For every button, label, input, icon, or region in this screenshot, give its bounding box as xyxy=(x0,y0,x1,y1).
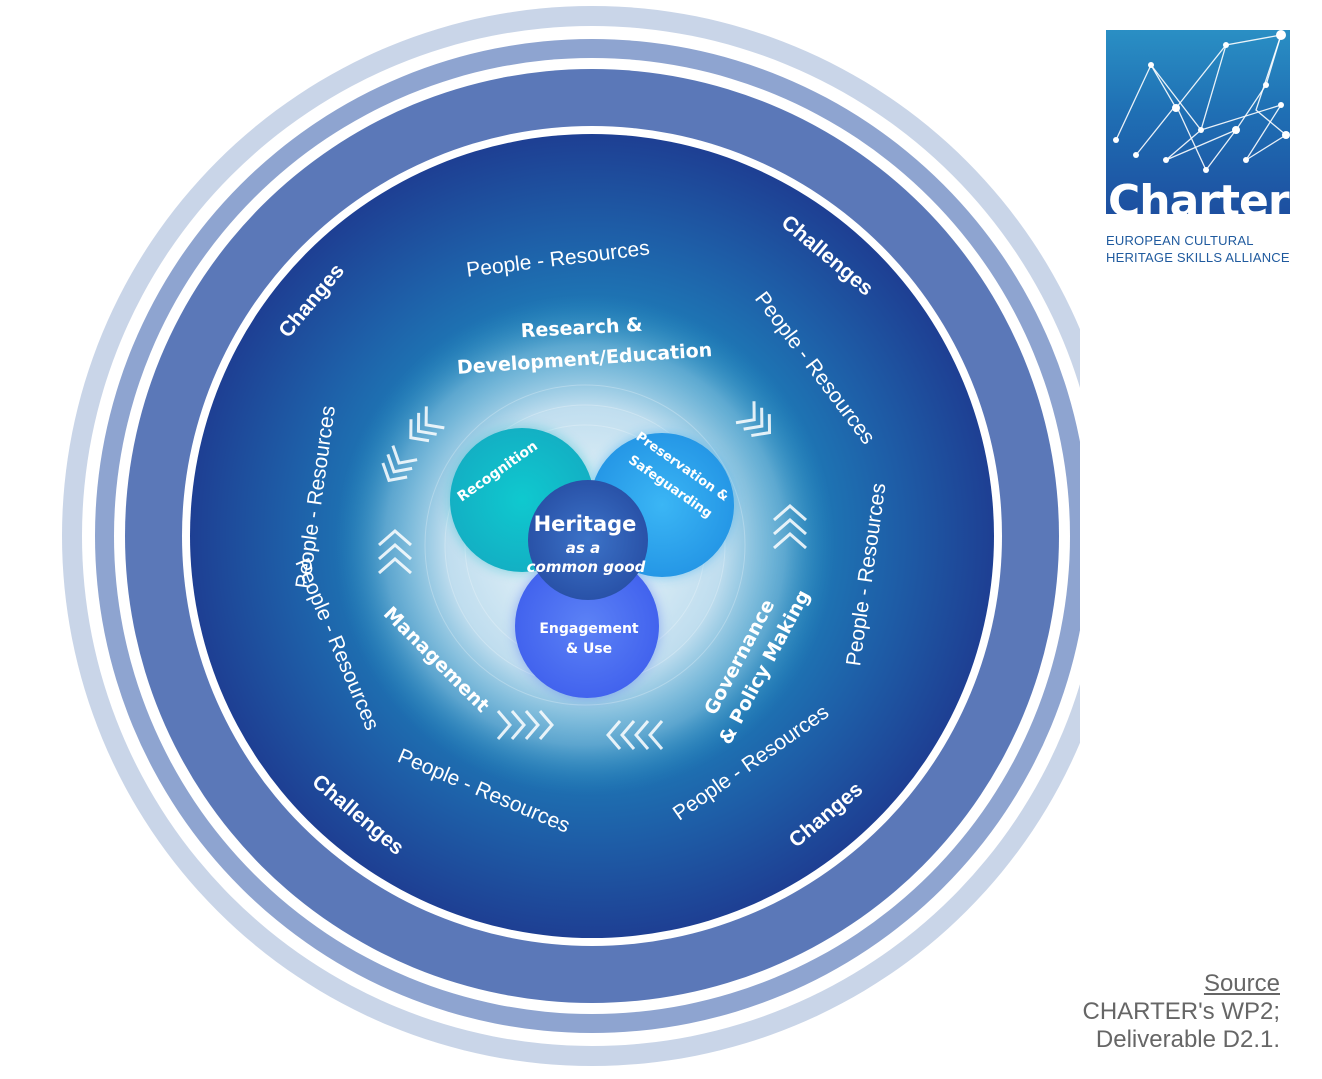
chevron-arrows xyxy=(378,401,807,750)
logo-subtitle: EUROPEAN CULTURAL HERITAGE SKILLS ALLIAN… xyxy=(1106,232,1306,266)
engagement-label-1: Engagement xyxy=(539,621,639,637)
petals xyxy=(450,428,734,698)
source-title: Source xyxy=(1203,970,1280,997)
source-note: Source CHARTER's WP2; Deliverable D2.1. xyxy=(1083,970,1281,1054)
source-line-1: CHARTER's WP2; xyxy=(1082,998,1281,1025)
center-line-3: common good xyxy=(527,558,646,576)
center-circle xyxy=(528,480,648,600)
heritage-diagram: Recognition Preservation & Safeguarding … xyxy=(62,6,1080,1066)
logo-wordmark: Charter xyxy=(1108,176,1290,227)
engagement-label-2: & Use xyxy=(566,641,612,657)
charter-logo: Charter EUROPEAN CULTURAL HERITAGE SKILL… xyxy=(1106,30,1292,270)
center-title: Heritage xyxy=(534,512,637,536)
center-line-2: as a xyxy=(566,539,600,557)
source-line-2: Deliverable D2.1. xyxy=(1095,1026,1280,1053)
logo-subtitle-line-1: EUROPEAN CULTURAL xyxy=(1106,233,1254,248)
logo-network-icon xyxy=(1106,30,1290,214)
logo-subtitle-line-2: HERITAGE SKILLS ALLIANCE xyxy=(1106,250,1290,265)
engagement-petal xyxy=(515,554,659,698)
